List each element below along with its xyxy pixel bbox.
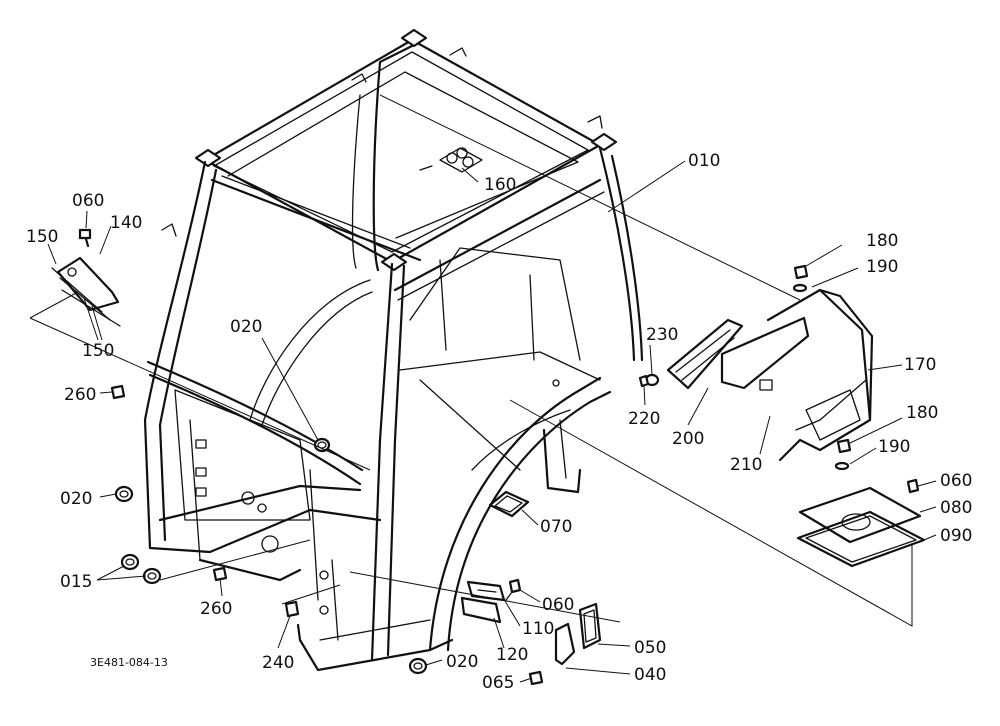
grommets — [114, 437, 428, 675]
label-080: 080 — [940, 498, 972, 518]
label-060-step: 060 — [542, 595, 574, 615]
label-150-top: 150 — [26, 227, 58, 247]
label-160: 160 — [484, 175, 516, 195]
label-180-bottom: 180 — [906, 403, 938, 423]
label-150-bottom: 150 — [82, 341, 114, 361]
label-200: 200 — [672, 429, 704, 449]
label-090: 090 — [940, 526, 972, 546]
label-060-right: 060 — [940, 471, 972, 491]
label-040: 040 — [634, 665, 666, 685]
label-180-top: 180 — [866, 231, 898, 251]
label-260-bottom: 260 — [200, 599, 232, 619]
floor-pad — [488, 490, 530, 518]
label-240: 240 — [262, 653, 294, 673]
label-020-bottom: 020 — [446, 652, 478, 672]
hinge-bracket — [51, 228, 121, 327]
label-140: 140 — [110, 213, 142, 233]
label-070: 070 — [540, 517, 572, 537]
label-050: 050 — [634, 638, 666, 658]
bolts — [110, 384, 544, 686]
label-020-left: 020 — [60, 489, 92, 509]
cover-plate — [796, 478, 926, 568]
roof-vent — [419, 147, 483, 173]
label-210: 210 — [730, 455, 762, 475]
leader-lines — [47, 160, 937, 683]
label-230: 230 — [646, 325, 678, 345]
access-cover — [638, 264, 874, 471]
label-060-left: 060 — [72, 191, 104, 211]
cabin-frame — [143, 28, 644, 672]
label-120: 120 — [496, 645, 528, 665]
label-190-top: 190 — [866, 257, 898, 277]
label-260-left: 260 — [64, 385, 96, 405]
label-015: 015 — [60, 572, 92, 592]
label-110: 110 — [522, 619, 554, 639]
label-065: 065 — [482, 673, 514, 693]
part-labels: 010 160 060 140 150 150 020 260 020 015 … — [26, 151, 972, 693]
assembly-guide-lines — [29, 94, 913, 627]
label-170: 170 — [904, 355, 936, 375]
drawing-number: 3E481-084-13 — [90, 656, 168, 669]
label-190-bottom: 190 — [878, 437, 910, 457]
label-020-center: 020 — [230, 317, 262, 337]
label-010: 010 — [688, 151, 720, 171]
label-220: 220 — [628, 409, 660, 429]
